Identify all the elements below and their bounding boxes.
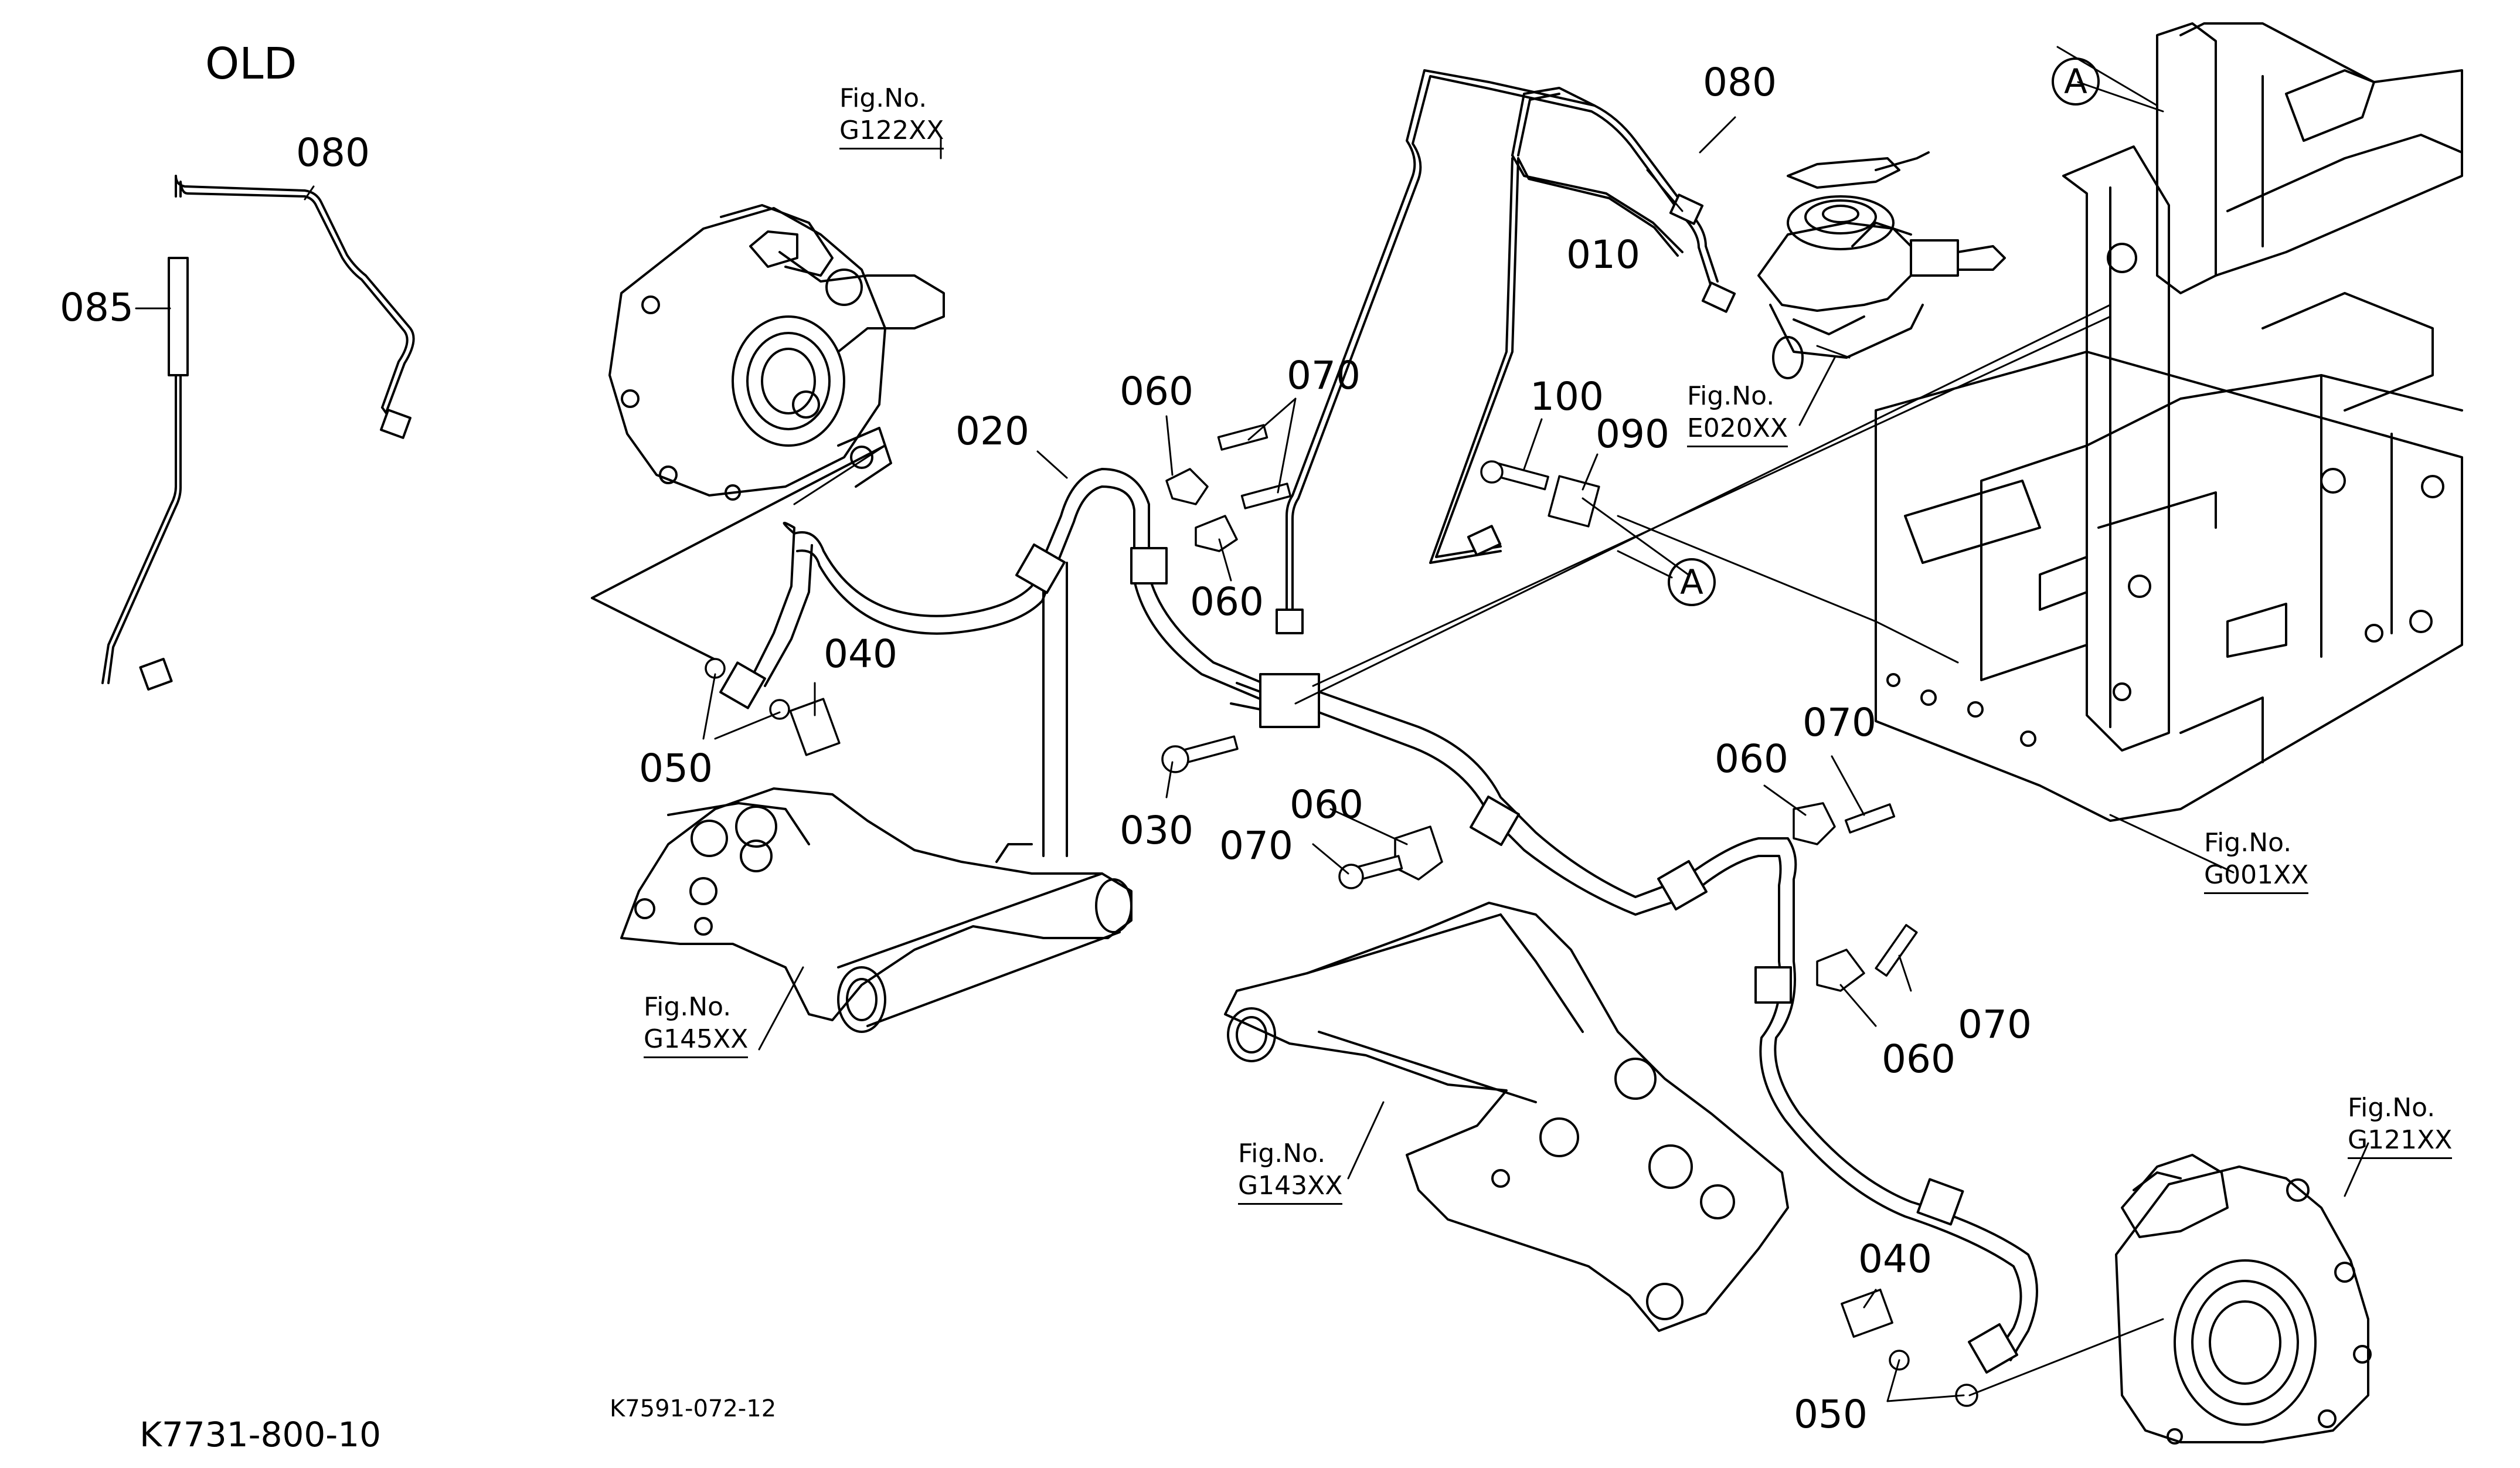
part-label-070-d: 070 <box>1958 1002 2032 1047</box>
fasteners <box>705 424 1978 1407</box>
leader-lines <box>135 81 2369 1402</box>
part-label-050-b: 050 <box>1794 1392 1868 1437</box>
hard-brake-lines <box>1276 69 1736 634</box>
part-label-070-c: 070 <box>1803 700 1876 745</box>
flex-hoses <box>719 468 2038 1374</box>
part-label-100: 100 <box>1530 374 1604 419</box>
part-label-060-c: 060 <box>1290 782 1363 827</box>
part-label-090: 090 <box>1596 412 1669 457</box>
lower-arm-g145-drawing <box>620 562 1133 1033</box>
fig-ref-g122-code[interactable]: G122XX <box>839 114 944 149</box>
fig-ref-g143-code[interactable]: G143XX <box>1238 1170 1343 1205</box>
master-cylinder-drawing <box>1757 151 2006 379</box>
part-label-070-b: 070 <box>1219 823 1293 868</box>
part-label-060-a: 060 <box>1120 369 1193 414</box>
part-label-020: 020 <box>955 409 1029 454</box>
image-id: K7591-072-12 <box>610 1395 777 1422</box>
reference-lines <box>1294 46 2158 705</box>
part-label-080-old: 080 <box>296 130 370 175</box>
part-label-060-d: 060 <box>1715 736 1788 781</box>
part-label-060-e: 060 <box>1882 1037 1956 1082</box>
fig-ref-g122-label: Fig.No. <box>839 83 927 113</box>
part-label-030: 030 <box>1120 808 1193 853</box>
part-label-070-a: 070 <box>1287 353 1361 398</box>
fig-ref-g143-label: Fig.No. <box>1238 1139 1326 1168</box>
fig-ref-g001-code[interactable]: G001XX <box>2204 859 2309 894</box>
fig-ref-g001[interactable]: Fig.No. G001XX <box>2204 827 2309 894</box>
part-label-040-a: 040 <box>824 631 897 677</box>
knuckle-g121-drawing <box>2115 1154 2372 1445</box>
part-label-010: 010 <box>1566 232 1640 277</box>
part-label-050-a: 050 <box>639 746 713 791</box>
fig-ref-g143[interactable]: Fig.No. G143XX <box>1238 1137 1343 1205</box>
fig-ref-g122[interactable]: Fig.No. G122XX <box>839 82 944 149</box>
drawing-id: K7731-800-10 <box>140 1415 382 1455</box>
fig-ref-g001-label: Fig.No. <box>2204 828 2292 858</box>
old-brake-pipe <box>101 175 415 691</box>
part-label-060-b: 060 <box>1190 579 1264 624</box>
fig-ref-g145[interactable]: Fig.No. G145XX <box>644 991 749 1058</box>
fig-ref-g121[interactable]: Fig.No. G121XX <box>2348 1092 2453 1159</box>
fig-ref-e020-code[interactable]: E020XX <box>1687 412 1788 447</box>
knuckle-link-lines <box>591 444 886 664</box>
frame-g001-drawing <box>1875 22 2463 822</box>
callout-a-top: A <box>2052 57 2100 106</box>
part-label-040-b: 040 <box>1858 1236 1932 1282</box>
callout-a-mid: A <box>1668 558 1716 606</box>
part-label-080: 080 <box>1703 60 1777 105</box>
fig-ref-g145-code[interactable]: G145XX <box>644 1023 749 1058</box>
diagram-title: OLD <box>205 39 297 89</box>
fig-ref-g121-label: Fig.No. <box>2348 1093 2436 1123</box>
fig-ref-g121-code[interactable]: G121XX <box>2348 1124 2453 1159</box>
fig-ref-e020[interactable]: Fig.No. E020XX <box>1687 380 1788 447</box>
fig-ref-e020-label: Fig.No. <box>1687 381 1775 411</box>
lower-arm-g143-drawing <box>1224 902 1789 1332</box>
fig-ref-g145-label: Fig.No. <box>644 992 732 1022</box>
knuckle-g122-drawing <box>608 204 945 501</box>
part-label-085-old: 085 <box>60 285 134 330</box>
